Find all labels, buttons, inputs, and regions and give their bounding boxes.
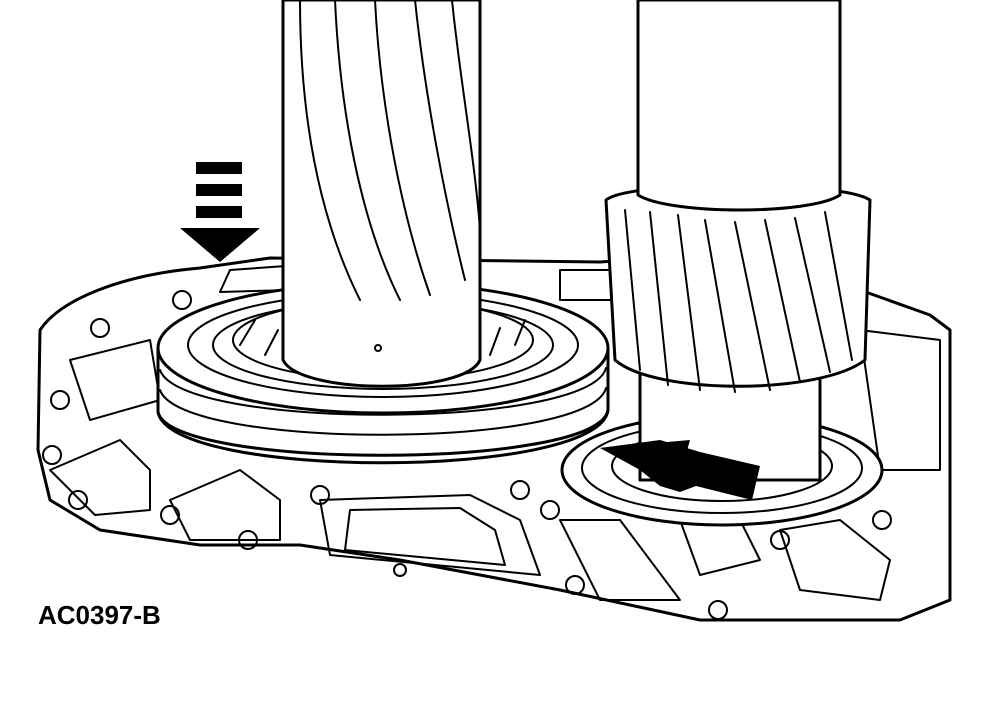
diagonal-arrow-icon xyxy=(600,440,760,500)
input-shaft xyxy=(281,0,482,388)
figure-id-label: AC0397-B xyxy=(38,600,161,630)
down-arrow-icon xyxy=(180,162,260,262)
